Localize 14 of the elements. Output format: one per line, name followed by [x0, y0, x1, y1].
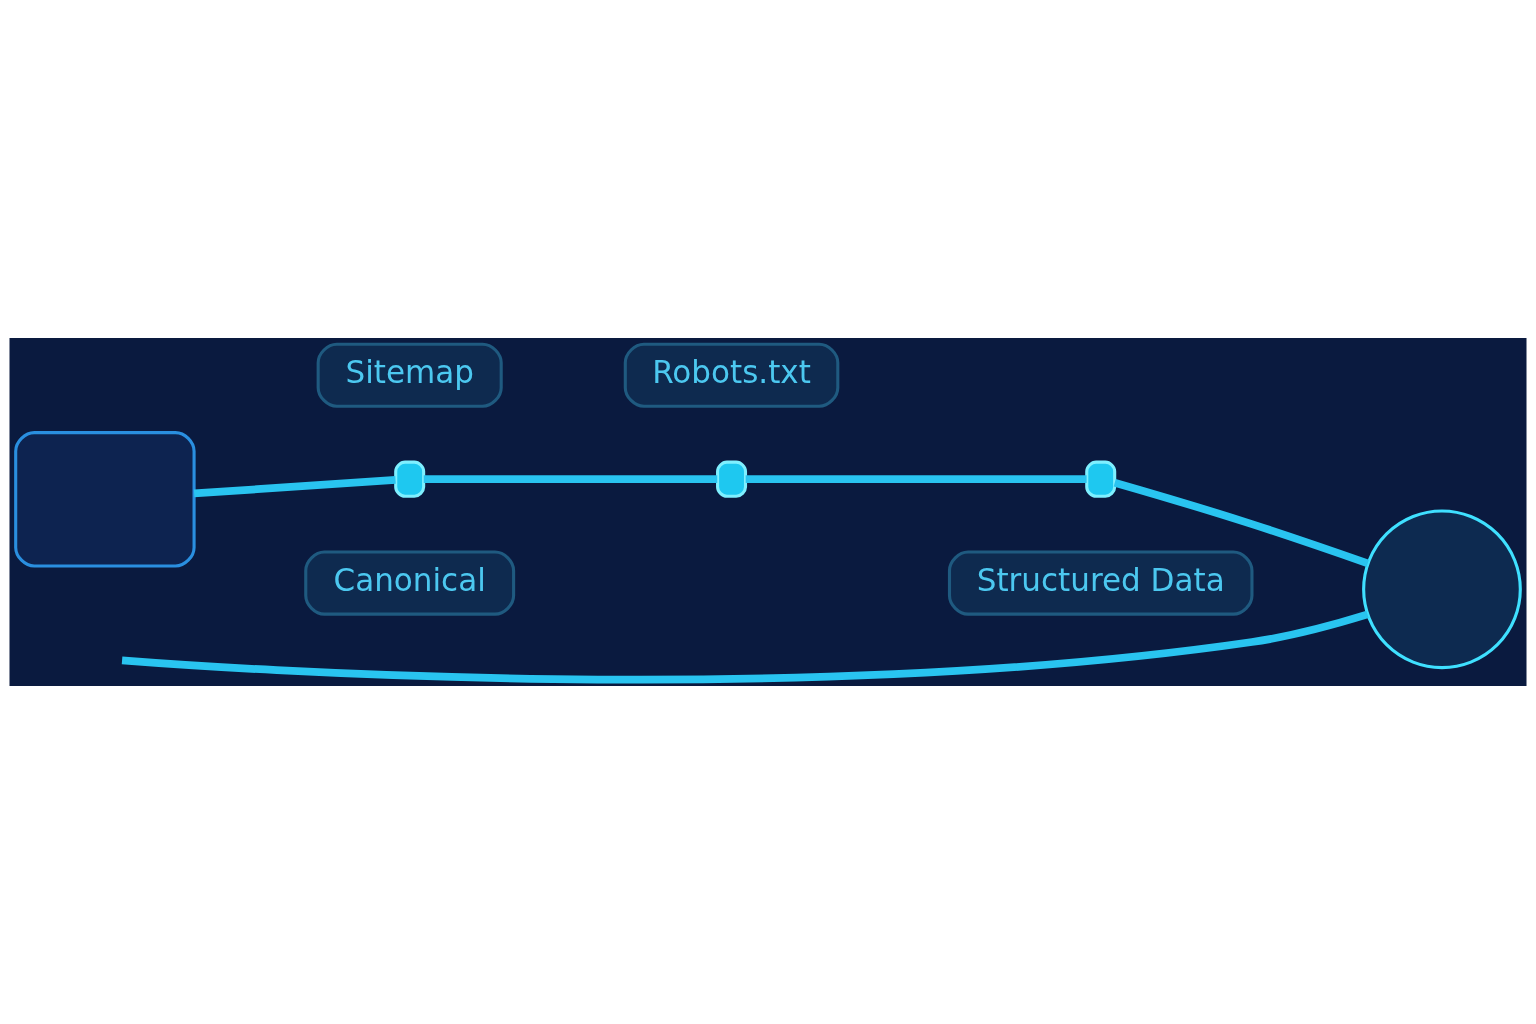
connector	[1113, 478, 1369, 568]
node-circle	[1362, 509, 1522, 670]
node-box	[14, 431, 196, 568]
connector	[745, 475, 1087, 484]
node-box: Sitemap	[316, 342, 503, 408]
node-box	[394, 460, 426, 498]
node-box: Canonical	[304, 550, 516, 616]
connector	[121, 610, 1369, 684]
node-box	[716, 460, 748, 498]
node-box	[1085, 460, 1117, 498]
connector	[193, 476, 396, 498]
node-box: Robots.txt	[623, 342, 840, 408]
node-box: Structured Data	[947, 550, 1254, 616]
connector	[423, 475, 718, 484]
